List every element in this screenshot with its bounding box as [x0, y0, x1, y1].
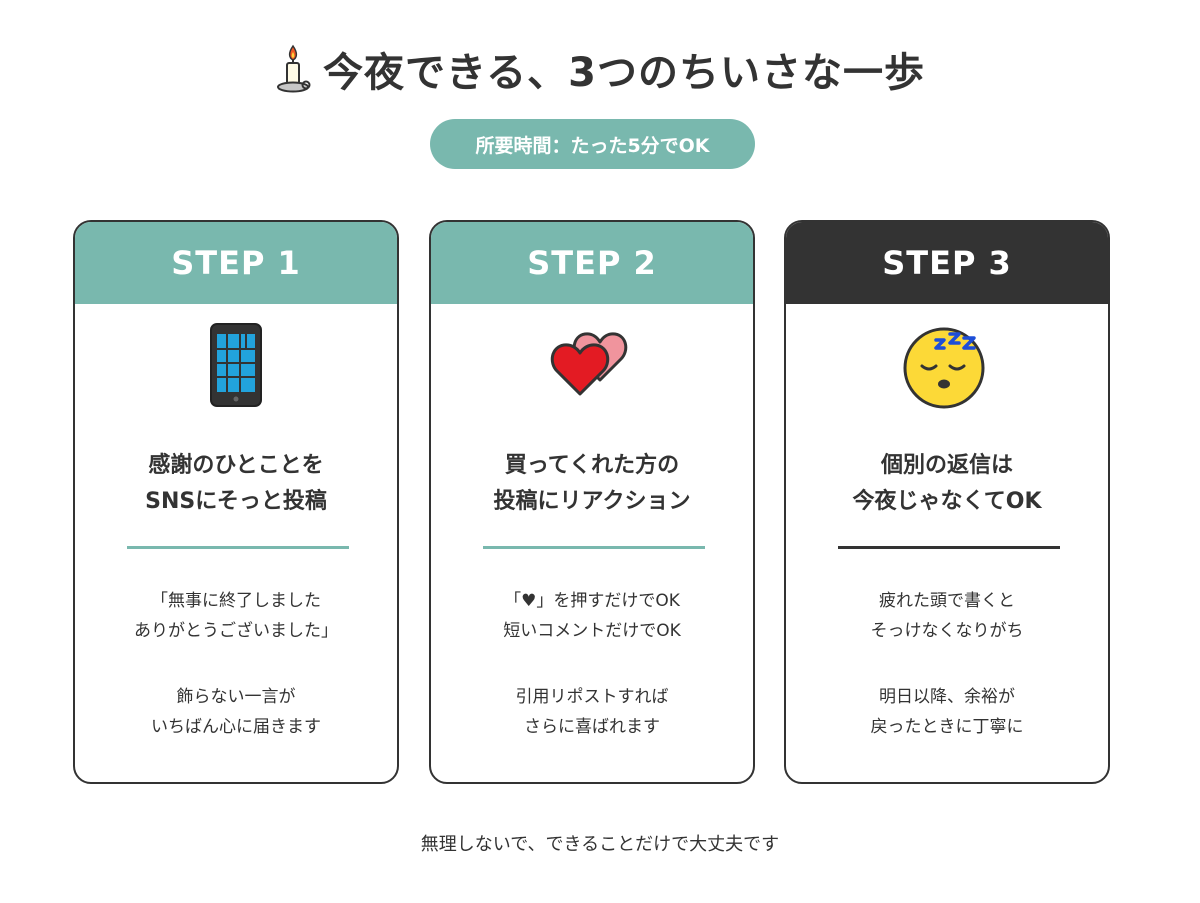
- step-note: 引用リポストすれば さらに喜ばれます: [515, 687, 669, 737]
- step-heading: 感謝のひとことを SNSにそっと投稿: [145, 453, 327, 514]
- sleeping-face-icon: [902, 322, 992, 412]
- two-hearts-icon: [547, 322, 637, 412]
- step-note: 明日以降、余裕が 戻ったときに丁寧に: [870, 687, 1024, 737]
- step-description: 「♥」を押すだけでOK 短いコメントだけでOK: [503, 591, 681, 641]
- mobile-phone-icon: [209, 322, 263, 412]
- step-divider: [127, 546, 349, 549]
- step-divider: [483, 546, 705, 549]
- step-card-3: STEP 3 個別の返信は 今夜じゃなくてOK 疲れた頭で書くと そっけなくなり…: [784, 220, 1110, 784]
- step-note: 飾らない一言が いちばん心に届きます: [151, 687, 321, 737]
- footer-message: 無理しないで、できることだけで大丈夫です: [420, 834, 780, 855]
- candle-icon: [275, 43, 311, 95]
- step-heading: 買ってくれた方の 投稿にリアクション: [493, 453, 691, 514]
- step-description: 「無事に終了しました ありがとうございました」: [134, 591, 338, 641]
- step-label: STEP 1: [75, 222, 397, 304]
- step-heading: 個別の返信は 今夜じゃなくてOK: [852, 453, 1042, 514]
- page-title: 今夜できる、3つのちいさな一歩: [0, 40, 1200, 98]
- step-card-1: STEP 1 感謝のひとことを SNSにそっと投稿 「無事に終了しまし: [73, 220, 399, 784]
- step-card-2: STEP 2 買ってくれた方の 投稿にリアクション 「♥」を押すだけでOK 短い…: [429, 220, 755, 784]
- step-description: 疲れた頭で書くと そっけなくなりがち: [870, 591, 1024, 641]
- step-label: STEP 2: [431, 222, 753, 304]
- step-divider: [838, 546, 1060, 549]
- title-text: 今夜できる、3つのちいさな一歩: [322, 50, 926, 96]
- time-badge: 所要時間：たった5分でOK: [430, 119, 755, 169]
- step-label: STEP 3: [786, 222, 1108, 304]
